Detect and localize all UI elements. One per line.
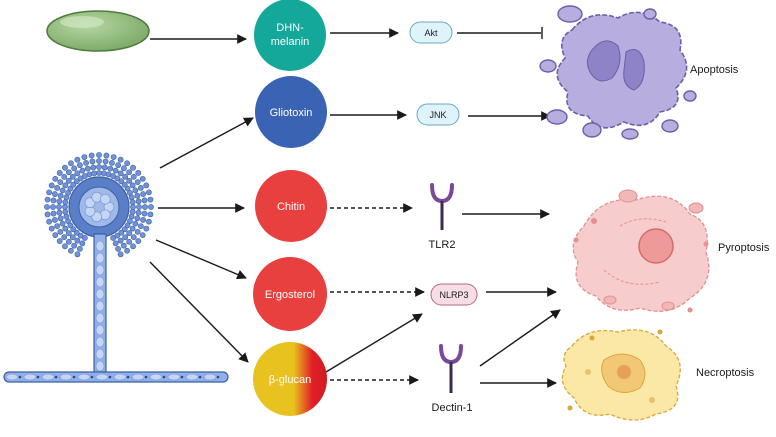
dectin1-receptor-icon xyxy=(439,344,463,393)
arrow-fungus-gliotoxin xyxy=(159,117,254,169)
spore-icon xyxy=(46,10,150,52)
apoptotic-cell-icon xyxy=(539,5,697,140)
dhn-melanin-label-2: melanin xyxy=(271,36,310,48)
dectin1-label: Dectin-1 xyxy=(432,402,473,414)
mediator-jnk: JNK xyxy=(416,103,460,126)
molecule-chitin: Chitin xyxy=(255,170,327,242)
arrow-fungus-glucan xyxy=(149,261,249,363)
aspergillus-icon xyxy=(3,152,229,383)
necroptotic-cell-icon xyxy=(561,329,681,421)
ergosterol-label: Ergosterol xyxy=(265,289,315,301)
mediator-nlrp3: NLRP3 xyxy=(430,283,478,306)
tlr2-receptor-icon xyxy=(430,183,454,230)
molecule-dhn-melanin: DHN- melanin xyxy=(254,0,326,71)
pyroptosis-label: Pyroptosis xyxy=(718,242,770,254)
gliotoxin-label: Gliotoxin xyxy=(270,107,313,119)
necroptosis-label: Necroptosis xyxy=(696,367,755,379)
jnk-label: JNK xyxy=(429,110,446,120)
arrow-dectin1-pyroptosis xyxy=(479,309,561,367)
dhn-melanin-label-1: DHN- xyxy=(276,22,304,34)
chitin-label: Chitin xyxy=(277,201,305,213)
akt-label: Akt xyxy=(424,28,438,38)
arrow-fungus-ergosterol xyxy=(155,239,247,280)
molecule-beta-glucan: β-glucan xyxy=(253,342,327,416)
arrows xyxy=(149,27,561,388)
beta-glucan-label: β-glucan xyxy=(269,374,311,386)
pyroptotic-cell-icon xyxy=(572,189,710,313)
molecule-ergosterol: Ergosterol xyxy=(253,257,327,331)
nlrp3-label: NLRP3 xyxy=(439,290,468,300)
tlr2-label: TLR2 xyxy=(429,239,456,251)
mediator-akt: Akt xyxy=(409,21,453,44)
molecule-gliotoxin: Gliotoxin xyxy=(255,76,327,148)
apoptosis-label: Apoptosis xyxy=(690,64,739,76)
arrow-glucan-nlrp3 xyxy=(325,313,423,373)
